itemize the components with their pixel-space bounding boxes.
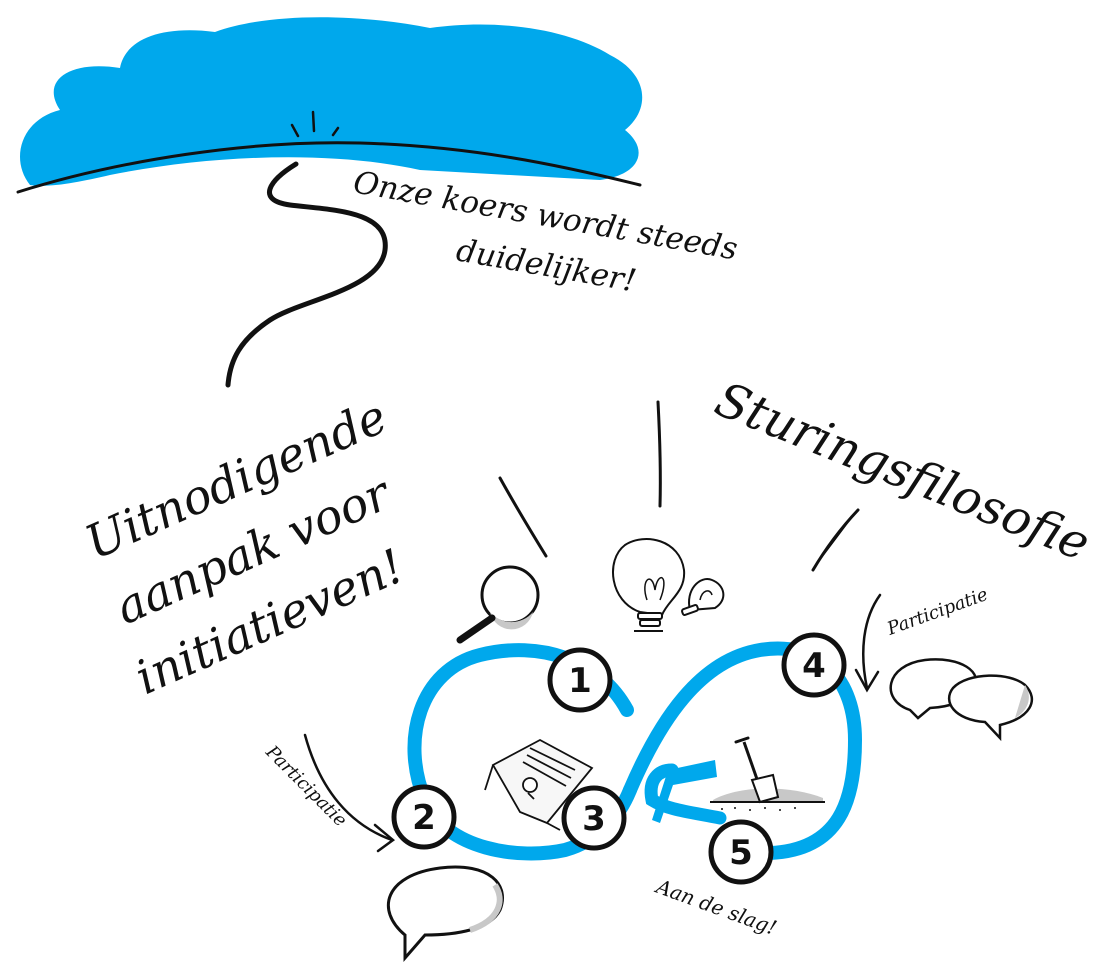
aan-de-slag-label: Aan de slag! bbox=[651, 873, 780, 939]
horizon-line bbox=[16, 141, 642, 194]
horizon-spark-icon bbox=[290, 110, 340, 138]
magnifying-glass-icon bbox=[456, 565, 540, 644]
step-3-label: 3 bbox=[582, 799, 606, 839]
return-arrow-icon bbox=[652, 760, 717, 823]
participatie-left-label: Participatie bbox=[261, 741, 351, 831]
winding-path-edge bbox=[268, 163, 297, 206]
step-1: 1 bbox=[547, 647, 613, 713]
speech-bubble-icon bbox=[387, 865, 504, 963]
step-5-label: 5 bbox=[729, 833, 753, 873]
step-2-label: 2 bbox=[412, 798, 436, 838]
document-icon bbox=[484, 738, 594, 831]
radiating-lines bbox=[498, 400, 860, 572]
step-5: 5 bbox=[708, 819, 774, 885]
step-2: 2 bbox=[391, 784, 457, 850]
cloud-icon bbox=[16, 17, 643, 194]
participatie-arrows bbox=[303, 593, 882, 853]
right-title: Sturingsfilosofie bbox=[708, 371, 1098, 572]
shovel-icon bbox=[710, 736, 825, 811]
loop-left bbox=[407, 643, 637, 861]
participatie-right-label: Participatie bbox=[884, 584, 991, 640]
step-4-label: 4 bbox=[802, 646, 826, 686]
step-3: 3 bbox=[561, 785, 627, 851]
step-1-label: 1 bbox=[568, 661, 592, 701]
return-arrow-shaft bbox=[644, 763, 727, 825]
lightbulb-icon bbox=[612, 537, 725, 632]
cloud-shape bbox=[20, 17, 643, 186]
step-4: 4 bbox=[781, 632, 847, 698]
speech-bubble-icon bbox=[889, 658, 1034, 742]
